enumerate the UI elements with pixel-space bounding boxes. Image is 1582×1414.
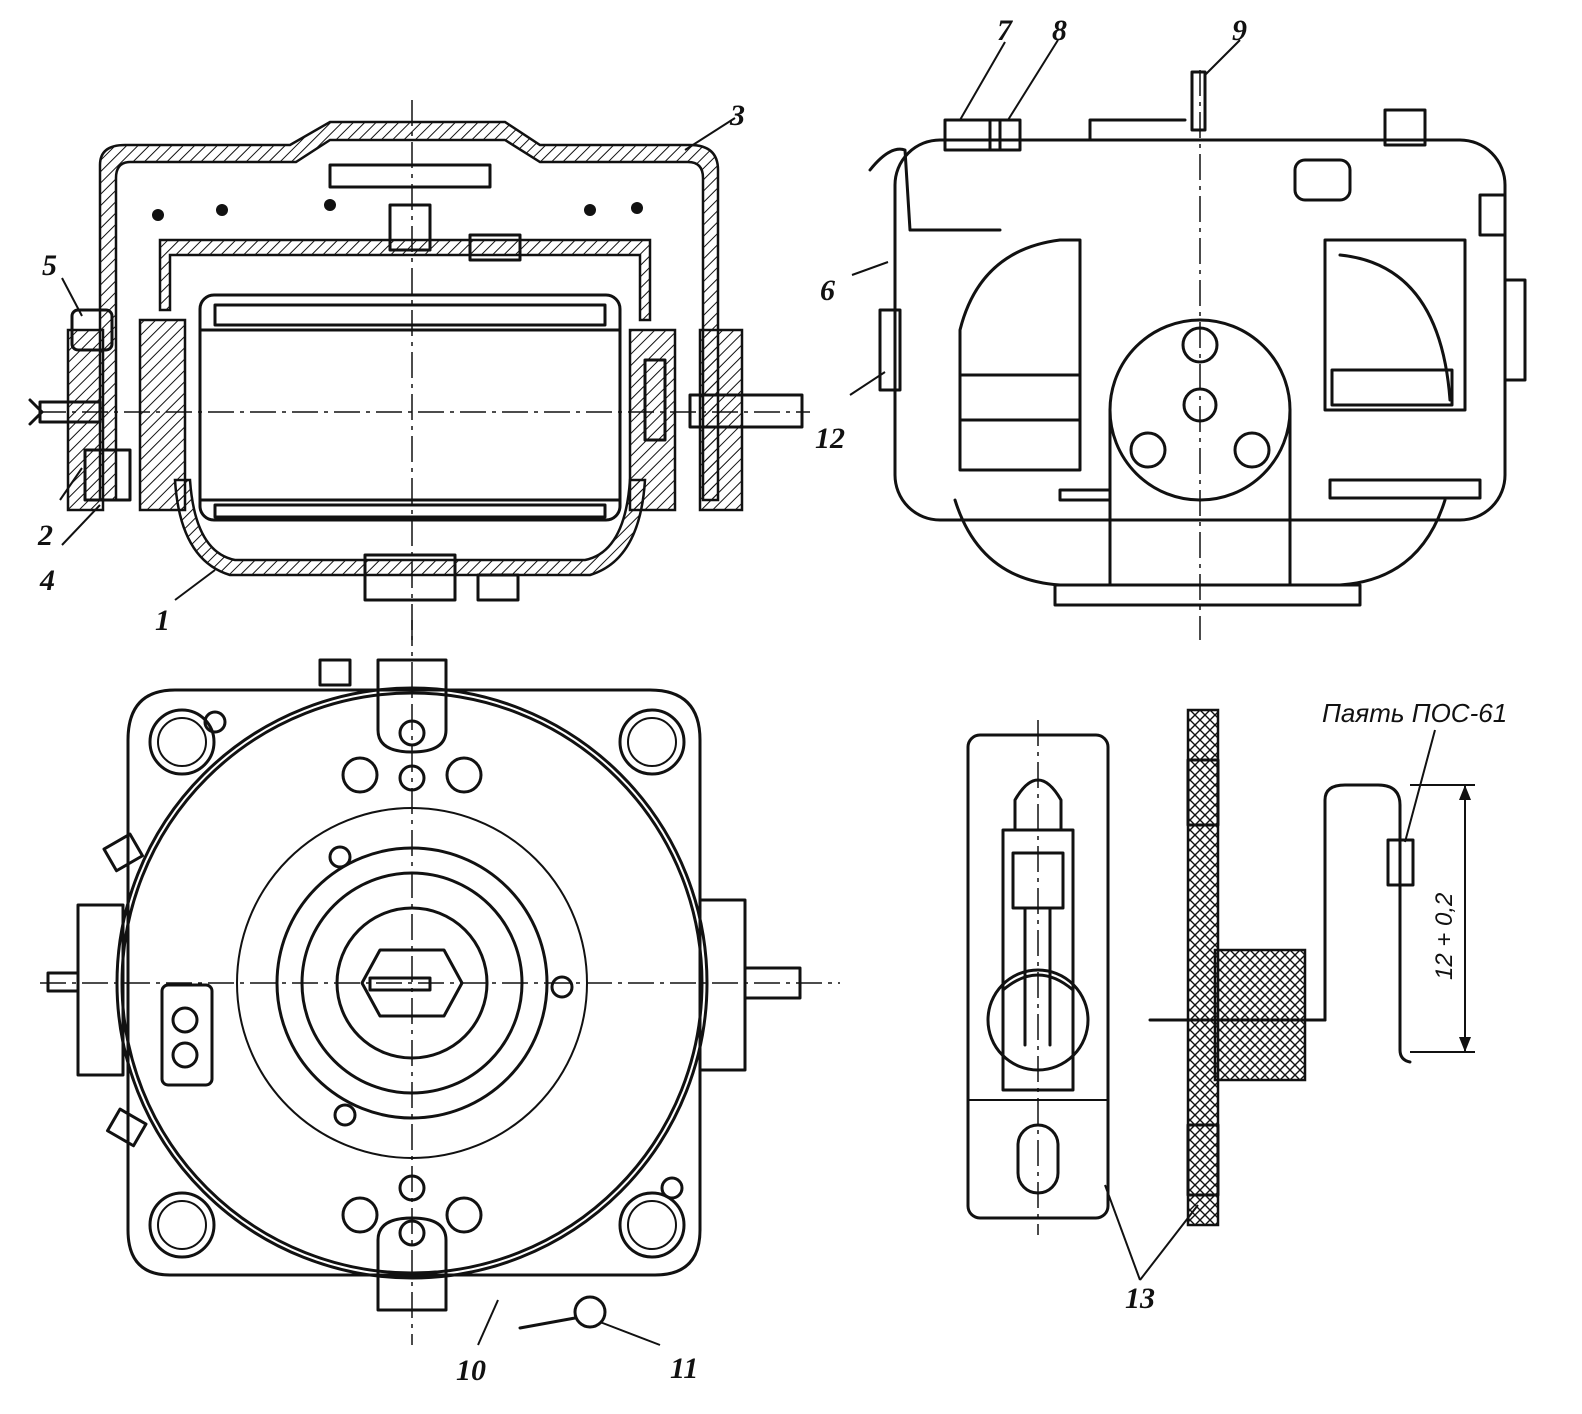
solder-note: Паять ПОС-61	[1322, 698, 1507, 728]
label-13: 13	[1125, 1282, 1155, 1315]
spring-wire	[1323, 783, 1412, 1064]
label-8: 8	[1052, 14, 1067, 47]
label-9: 9	[1232, 14, 1247, 47]
label-3: 3	[729, 99, 745, 132]
housing-1	[158, 238, 652, 322]
label-6: 6	[820, 274, 835, 307]
flange	[126, 688, 702, 1277]
detail-view	[966, 708, 1475, 1281]
section-view	[28, 100, 810, 640]
label-1: 1	[155, 604, 170, 637]
front-view	[40, 620, 840, 1346]
brush-holder-top	[376, 658, 448, 754]
label-5: 5	[42, 249, 57, 282]
label-7: 7	[997, 14, 1013, 47]
cover-3	[98, 120, 720, 502]
dimension-label: 12 + 0,2	[1431, 893, 1458, 980]
label-11: 11	[670, 1352, 698, 1385]
brush-holder-bottom	[376, 1216, 448, 1312]
label-12: 12	[815, 422, 845, 455]
label-10: 10	[456, 1354, 486, 1387]
label-2: 2	[37, 519, 53, 552]
side-view	[849, 39, 1527, 640]
contact-plate	[966, 733, 1110, 1220]
shaft	[688, 393, 804, 429]
housing-bottom	[173, 478, 647, 577]
housing-circle	[115, 686, 709, 1280]
rotor	[198, 293, 622, 522]
contact-9	[1190, 70, 1207, 132]
label-4: 4	[39, 564, 55, 597]
